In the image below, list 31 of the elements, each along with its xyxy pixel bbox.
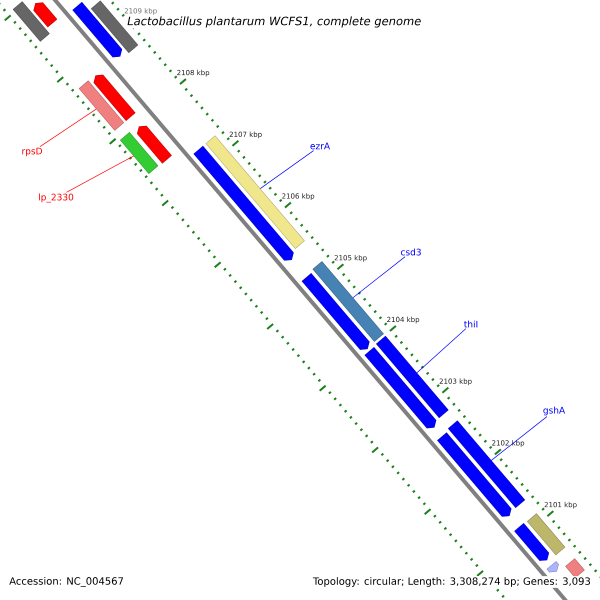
gene-bar	[565, 558, 585, 578]
leader-line	[66, 156, 134, 193]
title: Lactobacillus plantarum WCFS1, complete genome	[126, 15, 422, 29]
gene-segment	[33, 2, 58, 28]
gene-label: lp_2330	[39, 194, 74, 202]
gene-label: ezrA	[310, 142, 330, 150]
gene-segment	[364, 347, 436, 428]
gene-segment	[546, 561, 559, 572]
gene-label: csd3	[400, 248, 421, 256]
leader-line	[491, 416, 548, 461]
gene-bar	[312, 261, 384, 342]
gene-segment	[437, 432, 512, 517]
gene-bar	[78, 80, 124, 131]
leader-line	[352, 256, 406, 298]
gene-segment	[136, 126, 172, 164]
gene-bar	[448, 420, 526, 508]
gene-segment	[72, 2, 122, 58]
gene-bar	[527, 513, 566, 556]
accession-text: Accession: NC_004567	[9, 577, 124, 587]
gene-label: thiI	[464, 320, 478, 328]
gene-bar	[12, 1, 50, 42]
gene-segment	[514, 523, 550, 561]
leader-line	[260, 150, 314, 189]
gene-bar	[120, 132, 158, 174]
gene-segment	[94, 74, 136, 121]
leader-line	[40, 108, 97, 147]
gene-label: gshA	[543, 406, 566, 416]
topology-text: Topology: circular; Length: 3,308,274 bp; Genes: 3,093	[312, 576, 592, 588]
leader-line	[416, 328, 466, 374]
gene-label: rpsD	[22, 148, 42, 156]
gene-segment	[302, 273, 370, 350]
